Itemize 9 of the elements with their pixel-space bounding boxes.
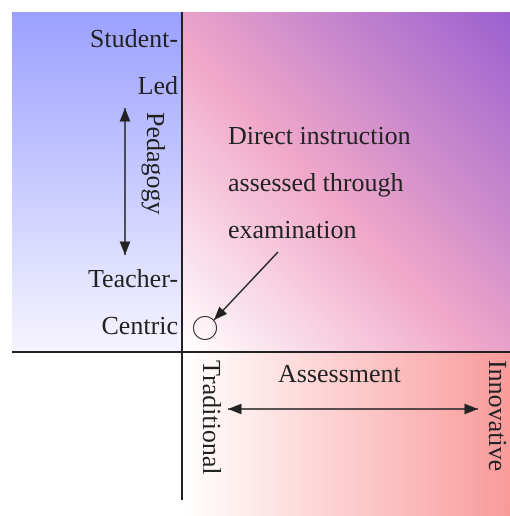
axis-label: Teacher-Centric [86, 263, 178, 342]
axis-label: Pedagogy [140, 112, 170, 215]
leader-line [213, 251, 279, 321]
axis-label: Student-Led [88, 23, 178, 102]
axis-label: Traditional [196, 360, 226, 475]
marker-circle [193, 316, 217, 340]
axis-label: Innovative [482, 360, 510, 472]
annotation-text: Direct instruction assessed through examination [228, 112, 468, 253]
axis-label: Assessment [278, 358, 401, 390]
